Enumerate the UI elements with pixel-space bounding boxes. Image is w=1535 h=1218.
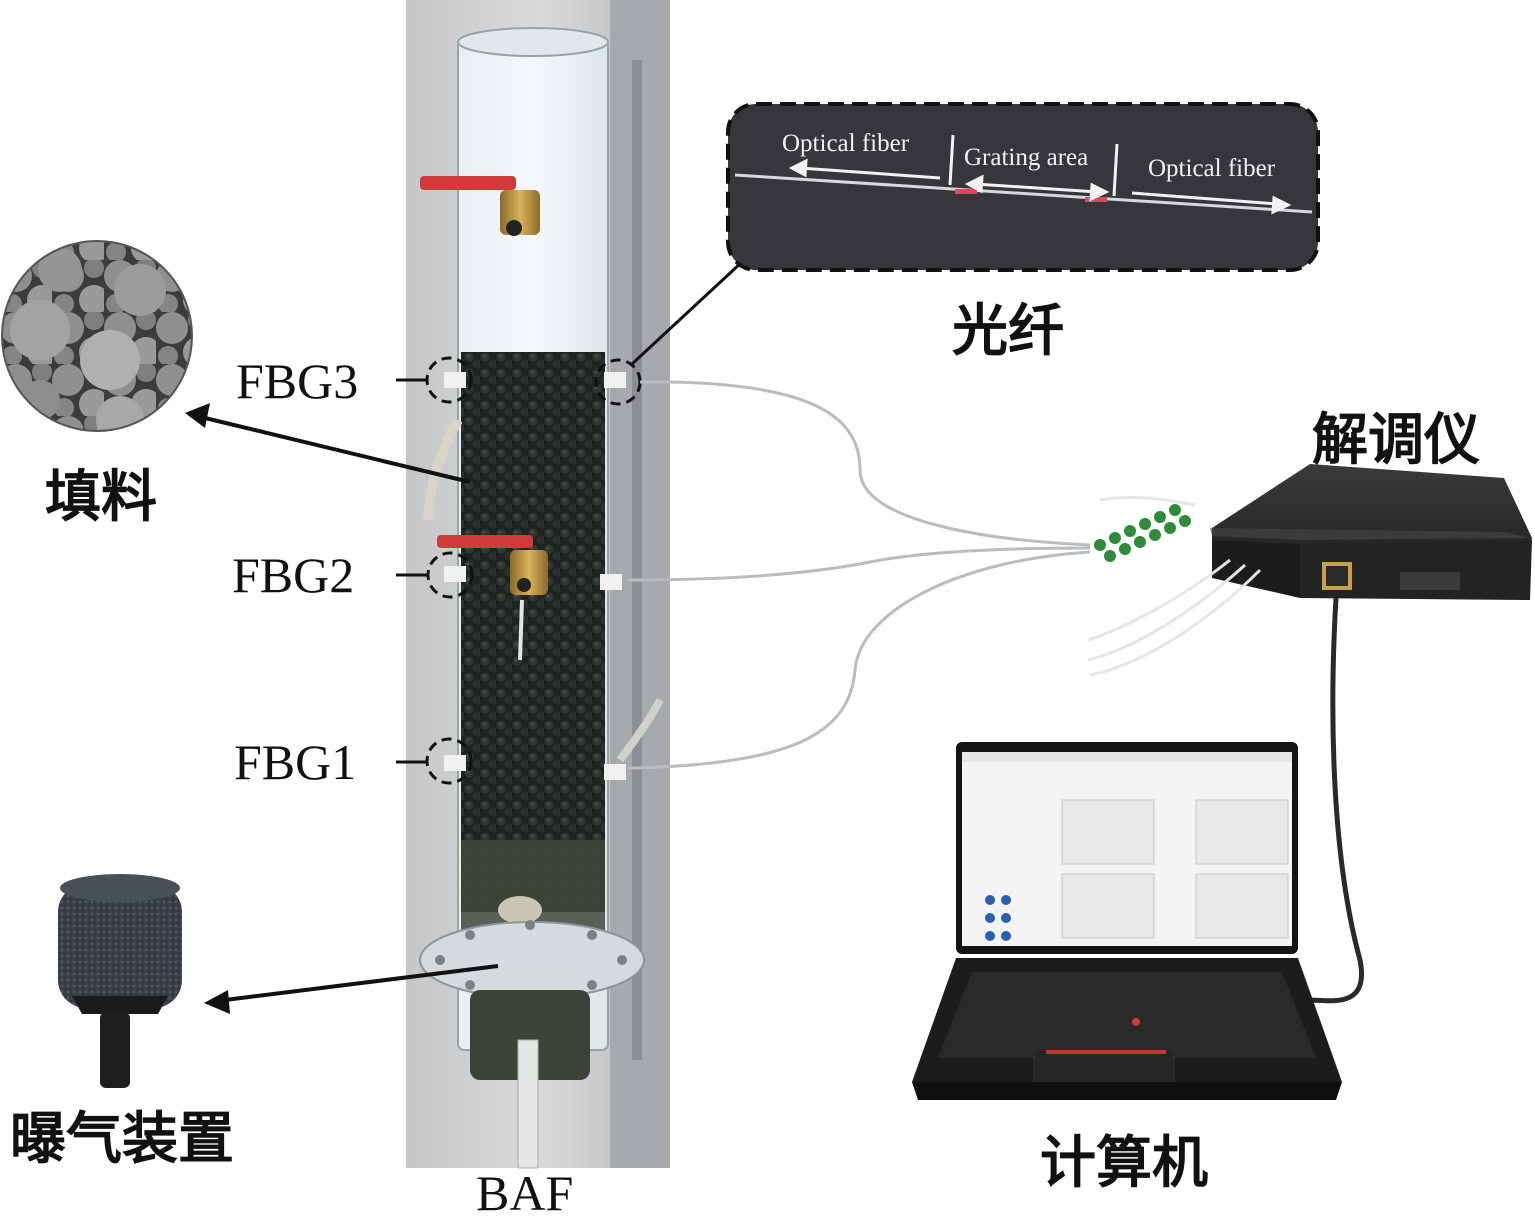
optical-fiber-cables bbox=[627, 380, 1091, 770]
aerator-arrow bbox=[204, 964, 499, 1014]
fbg-markers bbox=[396, 356, 642, 785]
baf-label: BAF bbox=[476, 1165, 574, 1218]
fiber-title-label: 光纤 bbox=[952, 299, 1064, 364]
computer-label: 计算机 bbox=[1040, 1131, 1208, 1196]
fbg2-label: FBG2 bbox=[232, 547, 355, 603]
fbg3-label: FBG3 bbox=[236, 353, 359, 409]
fiber-inset-panel bbox=[726, 102, 1320, 272]
fiber-inset-center-label: Grating area bbox=[964, 144, 1089, 171]
demodulator-device bbox=[1087, 464, 1532, 677]
filler-label: 填料 bbox=[45, 465, 157, 530]
fiber-inset-right-label: Optical fiber bbox=[1148, 155, 1276, 182]
fiber-leader-line bbox=[630, 260, 744, 366]
aerator-stone-photo bbox=[58, 874, 182, 1088]
baf-column-photo bbox=[406, 0, 670, 1169]
laptop-computer bbox=[912, 742, 1342, 1100]
aerator-label: 曝气装置 bbox=[10, 1107, 234, 1172]
fbg1-label: FBG1 bbox=[234, 734, 357, 790]
filler-beads-photo bbox=[1, 240, 193, 432]
fiber-inset-left-label: Optical fiber bbox=[782, 130, 910, 157]
demodulator-label: 解调仪 bbox=[1312, 408, 1480, 473]
filler-arrow bbox=[185, 403, 471, 484]
network-cable bbox=[1307, 597, 1365, 1004]
